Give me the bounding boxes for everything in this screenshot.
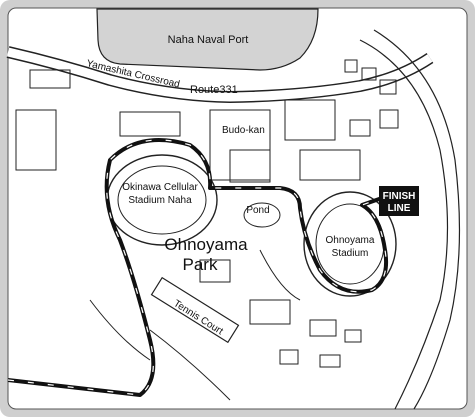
east-road (359, 39, 449, 410)
naval-port-label: Naha Naval Port (168, 34, 249, 46)
finish-label-2: LINE (388, 203, 411, 214)
naval-port-water (96, 8, 319, 71)
city-blocks (15, 59, 399, 368)
park-paths (89, 249, 301, 401)
ohnoyama-stadium-label-2: Stadium (332, 248, 369, 259)
budokan-label: Budo-kan (222, 125, 265, 136)
stadium-naha-label-2: Stadium Naha (128, 195, 192, 206)
map-area (7, 7, 468, 410)
route-label: Route331 (190, 84, 238, 96)
finish-label-1: FINISH (383, 191, 416, 202)
park-label-2: Park (183, 255, 218, 274)
finish-line-badge (379, 186, 419, 216)
ohnoyama-stadium-label-1: Ohnoyama (326, 235, 375, 246)
marathon-route (7, 138, 390, 397)
ohnoyama-stadium-oval (303, 191, 397, 297)
pond (243, 202, 281, 228)
park-label-1: Ohnoyama (164, 235, 248, 254)
pond-label: Pond (246, 205, 269, 216)
tennis-court (150, 276, 240, 344)
stadium-naha-label-1: Okinawa Cellular (122, 182, 198, 193)
